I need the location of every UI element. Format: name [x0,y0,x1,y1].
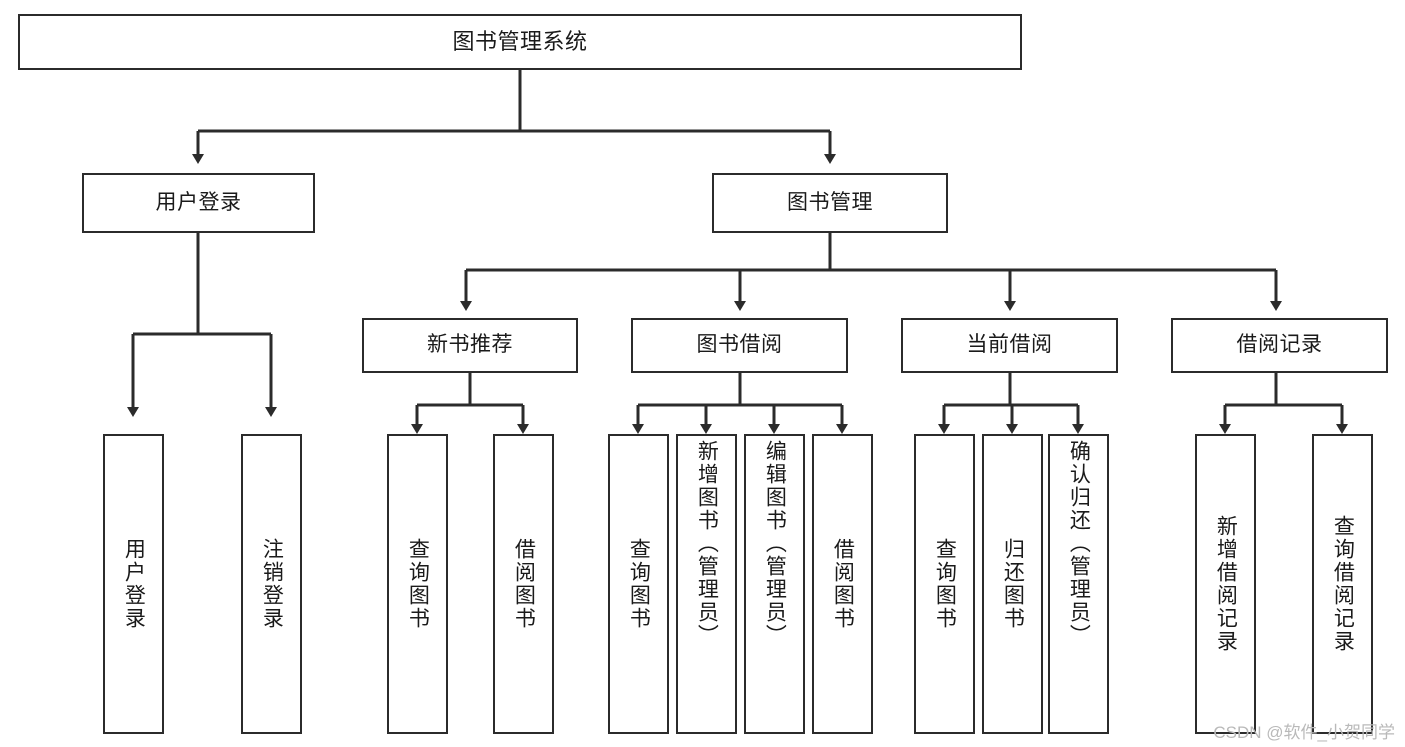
node-label: 确认归还（管理员） [1067,440,1091,647]
node-user-login[interactable]: 用户登录 [82,173,315,233]
leaf-bb-borrow-book[interactable]: 借阅图书 [812,434,873,734]
csdn-watermark: CSDN @软件_小贺同学 [1213,723,1395,742]
node-label: 借阅记录 [1236,333,1323,357]
leaf-bb-add-book-admin[interactable]: 新增图书（管理员） [676,434,737,734]
node-borrow-record[interactable]: 借阅记录 [1171,318,1388,373]
leaf-cb-return-book[interactable]: 归还图书 [982,434,1043,734]
node-label: 查询图书 [627,538,651,630]
leaf-br-add-record[interactable]: 新增借阅记录 [1195,434,1256,734]
leaf-bb-query-book[interactable]: 查询图书 [608,434,669,734]
leaf-logout[interactable]: 注销登录 [241,434,302,734]
node-label: 图书借阅 [696,333,783,357]
node-label: 查询图书 [933,538,957,630]
node-new-book-recommend[interactable]: 新书推荐 [362,318,578,373]
node-book-management[interactable]: 图书管理 [712,173,948,233]
leaf-nb-borrow-book[interactable]: 借阅图书 [493,434,554,734]
node-label: 借阅图书 [512,538,536,630]
node-label: 借阅图书 [831,538,855,630]
node-label: 查询借阅记录 [1331,515,1355,653]
node-label: 用户登录 [155,190,242,214]
node-book-borrow[interactable]: 图书借阅 [631,318,848,373]
node-label: 新增借阅记录 [1214,515,1238,653]
node-label: 归还图书 [1001,538,1025,630]
node-label: 图书管理 [787,190,873,214]
leaf-cb-query-book[interactable]: 查询图书 [914,434,975,734]
node-label: 注销登录 [260,538,284,630]
leaf-nb-query-book[interactable]: 查询图书 [387,434,448,734]
node-label: 当前借阅 [966,333,1053,357]
leaf-cb-confirm-return-admin[interactable]: 确认归还（管理员） [1048,434,1109,734]
node-current-borrow[interactable]: 当前借阅 [901,318,1118,373]
node-label: 用户登录 [122,538,146,630]
node-label: 查询图书 [406,538,430,630]
leaf-user-login[interactable]: 用户登录 [103,434,164,734]
leaf-bb-edit-book-admin[interactable]: 编辑图书（管理员） [744,434,805,734]
node-root-book-management-system[interactable]: 图书管理系统 [18,14,1022,70]
node-label: 新书推荐 [427,333,513,357]
node-label: 编辑图书（管理员） [763,440,787,647]
node-label: 新增图书（管理员） [695,440,719,647]
leaf-br-query-record[interactable]: 查询借阅记录 [1312,434,1373,734]
node-label: 图书管理系统 [452,29,588,55]
